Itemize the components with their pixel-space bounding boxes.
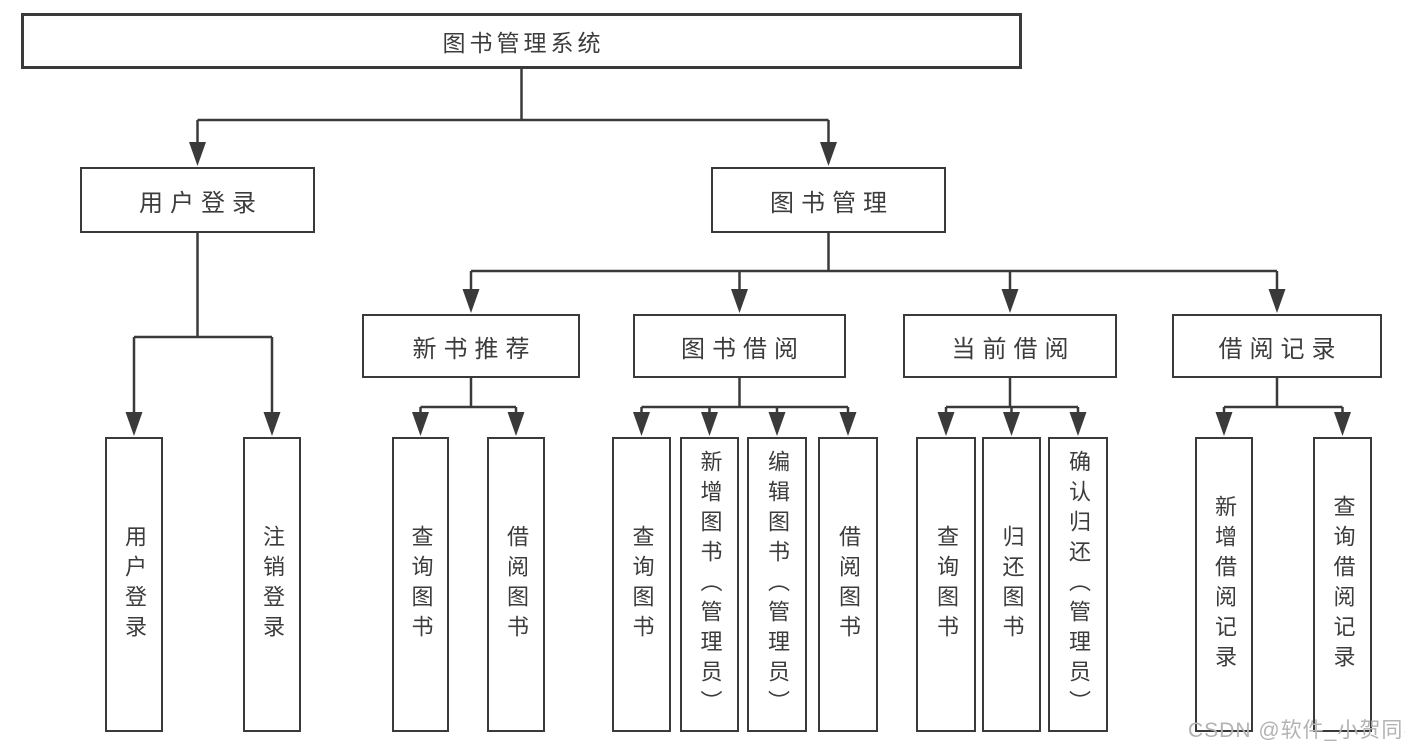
connector-book-management [469, 232, 1279, 293]
node-label: 新书推荐 [412, 335, 537, 363]
leaf-recommend-borrow-books: 借阅图书 [487, 437, 545, 732]
arrow-down-icon [1268, 289, 1286, 313]
leaf-label: 用户登录 [122, 524, 147, 645]
arrow-down-icon [1003, 412, 1020, 436]
arrow-down-icon [937, 412, 955, 436]
node-label: 当前借阅 [951, 335, 1076, 363]
leaf-label: 借阅图书 [836, 524, 861, 645]
arrow-down-icon [731, 289, 748, 313]
arrow-down-icon [1069, 412, 1087, 436]
leaf-records-query-record: 查询借阅记录 [1313, 437, 1372, 732]
leaf-recommend-query-books: 查询图书 [392, 437, 449, 732]
node-user-login: 用户登录 [80, 167, 315, 233]
leaf-current-return-books: 归还图书 [982, 437, 1041, 732]
leaf-current-query-books: 查询图书 [916, 437, 976, 732]
leaf-label: 新增借阅记录 [1212, 494, 1237, 675]
node-borrow-records: 借阅记录 [1172, 314, 1382, 378]
connector-user-login [132, 232, 274, 416]
leaf-label: 查询图书 [934, 524, 959, 645]
arrow-down-icon [820, 142, 837, 166]
leaf-label: 确认归还（管理员） [1066, 449, 1091, 720]
leaf-label: 查询图书 [408, 524, 434, 645]
node-current-borrow: 当前借阅 [903, 314, 1117, 378]
connector-current-borrow [944, 378, 1080, 416]
arrow-down-icon [462, 289, 480, 313]
node-label: 图书借阅 [681, 335, 805, 363]
node-label: 图书管理系统 [442, 30, 605, 56]
leaf-borrow-add-books-admin: 新增图书（管理员） [680, 437, 739, 732]
leaf-label: 注销登录 [260, 524, 285, 645]
arrow-down-icon [125, 412, 143, 436]
watermark: CSDN @软件_小贺同学 [1188, 719, 1405, 742]
arrow-down-icon [1215, 412, 1233, 436]
node-label: 用户登录 [139, 189, 263, 217]
leaf-label: 编辑图书（管理员） [765, 449, 790, 720]
leaf-label: 查询借阅记录 [1330, 494, 1356, 675]
arrow-down-icon [1001, 289, 1019, 313]
arrow-down-icon [839, 412, 857, 436]
node-label: 图书管理 [770, 189, 894, 217]
leaf-borrow-query-books: 查询图书 [612, 437, 671, 732]
arrow-down-icon [263, 412, 281, 436]
arrow-down-icon [189, 142, 206, 166]
node-label: 借阅记录 [1218, 335, 1343, 363]
connector-new-book-recommend [419, 378, 518, 416]
node-book-borrow: 图书借阅 [633, 314, 846, 378]
leaf-current-confirm-return-admin: 确认归还（管理员） [1048, 437, 1108, 732]
arrow-down-icon [412, 412, 429, 436]
node-new-book-recommend: 新书推荐 [362, 314, 580, 378]
connector-borrow-records [1222, 378, 1344, 416]
leaf-logout: 注销登录 [243, 437, 301, 732]
leaf-borrow-borrow-books: 借阅图书 [818, 437, 878, 732]
arrow-down-icon [768, 412, 786, 436]
connector-root-to-level2 [196, 69, 830, 146]
arrow-down-icon [1334, 412, 1351, 436]
leaf-borrow-edit-books-admin: 编辑图书（管理员） [747, 437, 807, 732]
leaf-label: 新增图书（管理员） [697, 449, 723, 720]
arrow-down-icon [633, 412, 650, 436]
arrow-down-icon [701, 412, 718, 436]
leaf-records-add-record: 新增借阅记录 [1195, 437, 1253, 732]
leaf-label: 归还图书 [999, 524, 1025, 645]
leaf-label: 借阅图书 [504, 524, 529, 645]
leaf-label: 查询图书 [629, 524, 655, 645]
node-library-system: 图书管理系统 [21, 13, 1022, 69]
arrow-down-icon [507, 412, 525, 436]
leaf-user-login: 用户登录 [105, 437, 163, 732]
node-book-management: 图书管理 [711, 167, 946, 233]
connector-book-borrow [640, 378, 850, 416]
